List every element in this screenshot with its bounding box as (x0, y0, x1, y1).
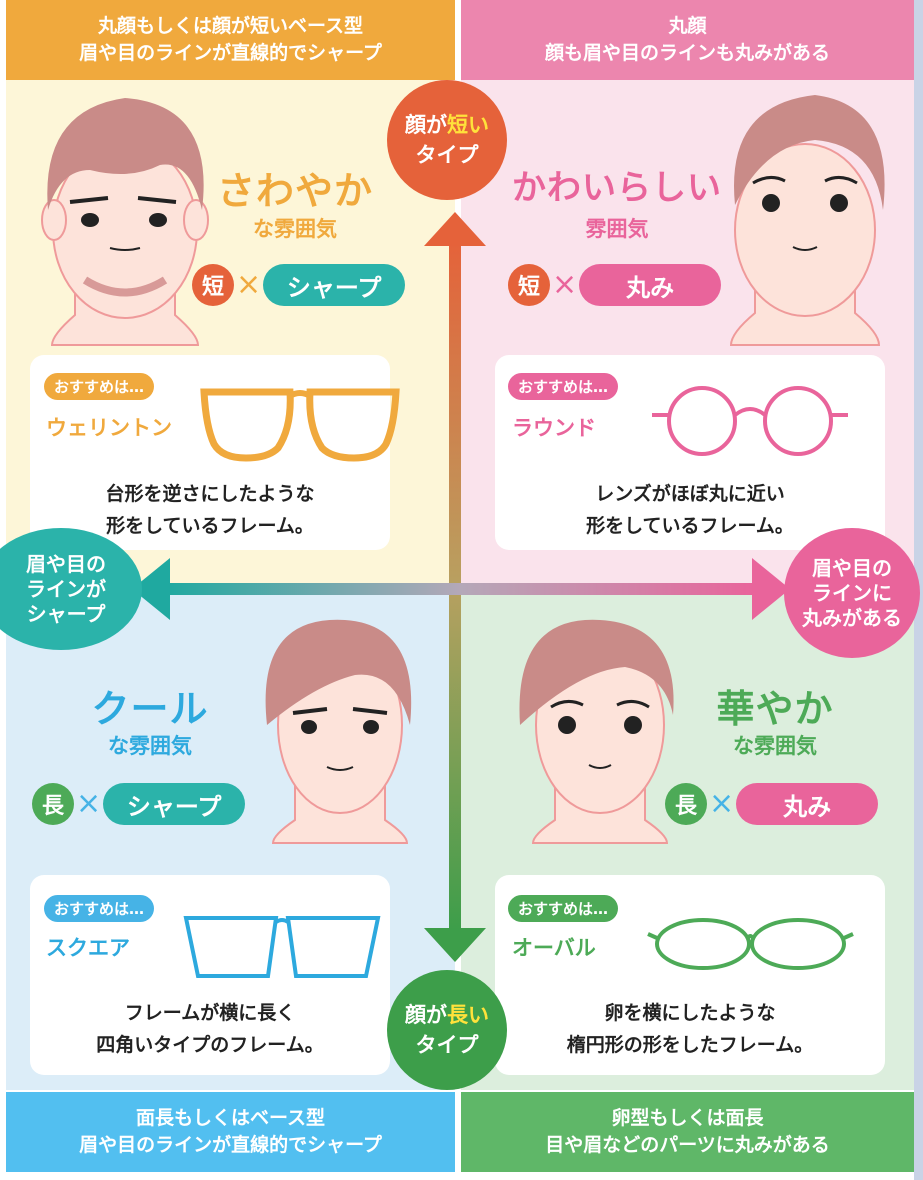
mood-sub-bottom-right: な雰囲気 (733, 734, 817, 758)
axis-label-line: 丸みがある (802, 605, 902, 630)
tag-row-top-right: 短 × 丸み (508, 264, 722, 306)
axis-label-long-face: 顔が長い タイプ (387, 970, 507, 1090)
frame-desc-line: 形をしているフレーム。 (106, 515, 314, 537)
tag-row-bottom-left: 長 × シャープ (32, 783, 246, 825)
frame-name-bottom-left: スクエア (46, 936, 130, 960)
axis-suffix: タイプ (415, 1033, 479, 1057)
axis-label-line: 眉や目の (26, 551, 106, 576)
mood-title-bottom-right: 華やか (716, 687, 834, 731)
axis-label-line: 顔が短い (405, 110, 489, 140)
frame-desc-top-right: レンズがほぼ丸に近い 形をしているフレーム。 (495, 478, 885, 542)
axis-key: 短い (447, 113, 489, 137)
axis-label-line: ラインに (812, 580, 892, 605)
mood-sub-bottom-left: な雰囲気 (108, 734, 192, 758)
axis-prefix: 顔が (405, 1003, 447, 1027)
mood-sub-top-left: な雰囲気 (253, 217, 337, 241)
axis-label-line: ラインが (26, 576, 106, 601)
frame-desc-line: 卵を横にしたような (604, 1002, 776, 1024)
mood-title-top-left: さわやか (216, 169, 373, 213)
square-glasses-icon (183, 916, 381, 978)
header-top-right: 丸顔 顔も眉や目のラインも丸みがある (461, 0, 914, 80)
frame-desc-bottom-left: フレームが横に長く 四角いタイプのフレーム。 (30, 997, 390, 1061)
line-pill: シャープ (103, 783, 246, 825)
face-bottom-right-illustration (519, 619, 674, 844)
axis-label-sharp: 眉や目の ラインが シャープ (0, 528, 142, 650)
axis-label-line: 顔が長い (405, 1000, 489, 1030)
header-bottom-right-line1: 卵型もしくは面長 (611, 1107, 764, 1129)
axis-prefix: 顔が (405, 113, 447, 137)
header-bottom-right: 卵型もしくは面長 目や眉などのパーツに丸みがある (461, 1092, 914, 1172)
tag-row-bottom-right: 長 × 丸み (665, 783, 879, 825)
times-sign: × (552, 267, 578, 302)
mood-title-bottom-left: クール (91, 687, 209, 731)
line-pill: シャープ (263, 264, 406, 306)
mood-title-top-right: かわいらしい (512, 168, 722, 208)
frame-desc-line: 四角いタイプのフレーム。 (96, 1034, 324, 1056)
length-badge: 長 (32, 783, 74, 825)
mood-sub-top-right: 雰囲気 (585, 217, 649, 241)
frame-desc-line: フレームが横に長く (124, 1002, 296, 1024)
frame-name-top-right: ラウンド (512, 416, 596, 440)
frame-desc-line: 楕円形の形をしたフレーム。 (566, 1034, 814, 1056)
axis-suffix: タイプ (415, 143, 479, 167)
header-bottom-right-line2: 目や眉などのパーツに丸みがある (545, 1134, 830, 1156)
face-bottom-left-illustration (265, 619, 412, 844)
face-top-right-illustration (729, 95, 885, 346)
length-badge: 長 (665, 783, 707, 825)
header-bottom-left-line1: 面長もしくはベース型 (135, 1107, 326, 1129)
header-top-left: 丸顔もしくは顔が短いベース型 眉や目のラインが直線的でシャープ (6, 0, 455, 80)
line-pill: 丸み (736, 783, 879, 825)
header-bottom-left: 面長もしくはベース型 眉や目のラインが直線的でシャープ (6, 1092, 455, 1172)
recommend-badge-bottom-right: おすすめは… (508, 895, 619, 922)
header-top-left-line1: 丸顔もしくは顔が短いベース型 (97, 15, 364, 37)
length-badge: 短 (508, 264, 550, 306)
frame-name-bottom-right: オーバル (512, 936, 596, 960)
oval-glasses-icon (647, 918, 854, 970)
round-glasses-icon (652, 386, 848, 456)
face-top-left-illustration (41, 98, 209, 346)
axis-key: 長い (447, 1003, 489, 1027)
axis-label-short-face: 顔が短い タイプ (387, 80, 507, 200)
tag-row-top-left: 短 × シャープ (192, 264, 406, 306)
frame-desc-line: レンズがほぼ丸に近い (595, 483, 785, 505)
recommend-badge-top-left: おすすめは… (44, 373, 155, 400)
length-badge: 短 (192, 264, 234, 306)
times-sign: × (76, 786, 102, 821)
frame-desc-line: 形をしているフレーム。 (586, 515, 794, 537)
header-top-right-line2: 顔も眉や目のラインも丸みがある (544, 42, 830, 64)
axis-label-line: シャープ (26, 601, 106, 626)
header-top-right-line1: 丸顔 (668, 15, 707, 37)
axis-label-line: 眉や目の (812, 555, 892, 580)
axis-label-round: 眉や目の ラインに 丸みがある (784, 528, 920, 658)
frame-desc-line: 台形を逆さにしたような (105, 483, 315, 505)
times-sign: × (709, 786, 735, 821)
line-pill: 丸み (579, 264, 722, 306)
recommend-badge-bottom-left: おすすめは… (44, 895, 155, 922)
recommend-badge-top-right: おすすめは… (508, 373, 619, 400)
times-sign: × (236, 267, 262, 302)
frame-name-top-left: ウェリントン (46, 416, 172, 440)
frame-desc-top-left: 台形を逆さにしたような 形をしているフレーム。 (30, 478, 390, 542)
frame-desc-bottom-right: 卵を横にしたような 楕円形の形をしたフレーム。 (495, 997, 885, 1061)
header-bottom-left-line2: 眉や目のラインが直線的でシャープ (79, 1134, 382, 1156)
wellington-glasses-icon (200, 388, 400, 462)
header-top-left-line2: 眉や目のラインが直線的でシャープ (79, 42, 382, 64)
